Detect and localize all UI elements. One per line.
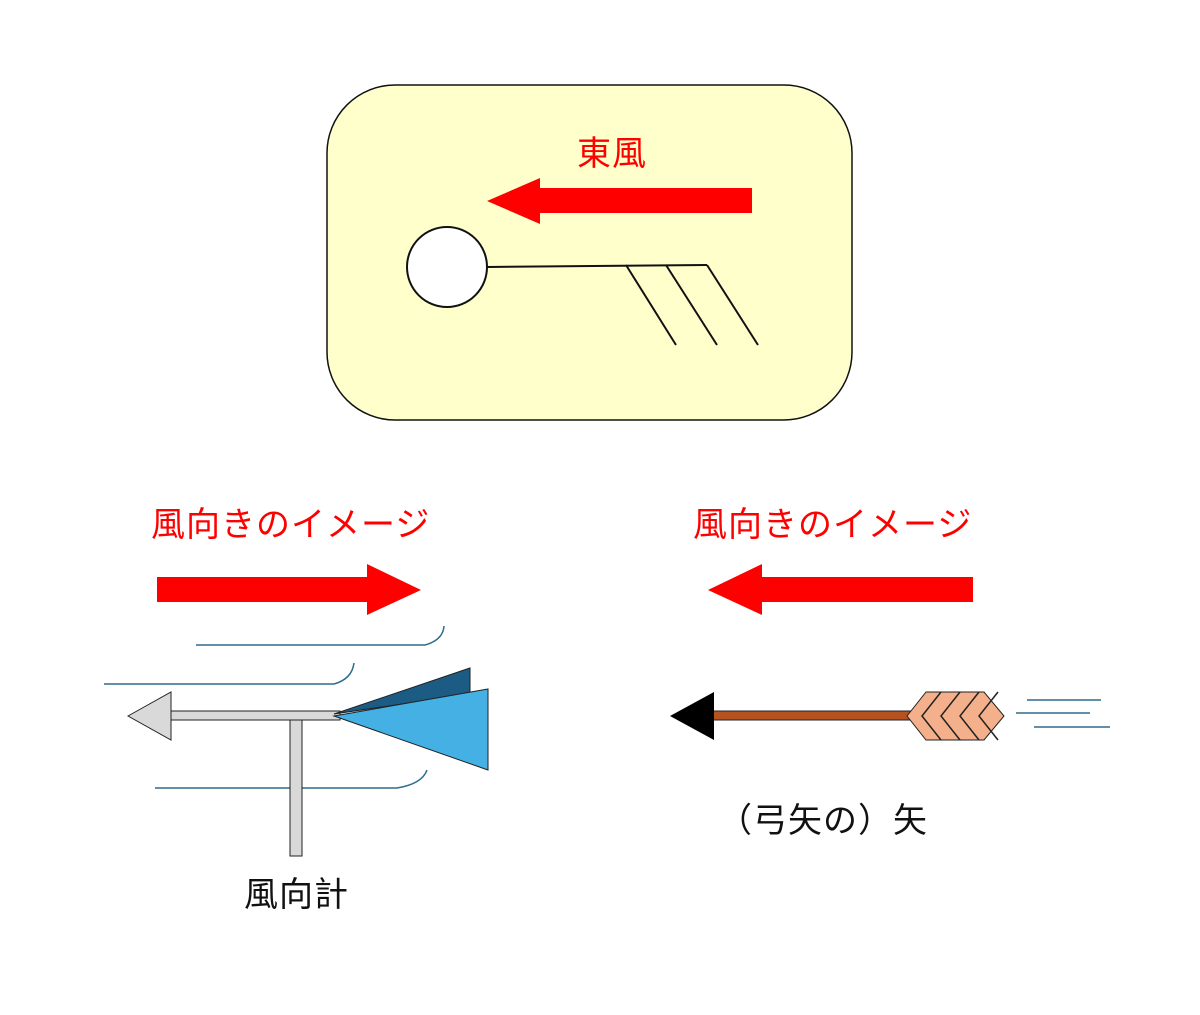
arrow-caption: （弓矢の）矢 [718,801,928,841]
vane-shaft [169,710,341,721]
right-heading: 風向きのイメージ [693,505,973,545]
arrow-shaft [711,710,918,721]
fletching-chevrons [921,691,999,741]
arrow-projectile [670,691,1005,741]
wind-flow-lines-right [1016,699,1110,728]
wind-vane [126,667,489,857]
vane-pointer [126,691,172,741]
station-circle [406,226,488,308]
wind-symbol-panel [326,84,853,421]
east-wind-label: 東風 [577,134,647,174]
wind-flow-lines-left [104,625,445,789]
east-wind-arrow [487,178,752,224]
wind-vane-caption: 風向計 [244,875,349,915]
arrowhead [670,692,714,740]
vane-post [289,715,303,857]
left-heading: 風向きのイメージ [151,505,431,545]
wind-barb [486,264,759,346]
wind-direction-arrow-left [708,564,973,615]
vane-tail-light [332,688,489,771]
wind-direction-arrow-right [157,564,421,615]
